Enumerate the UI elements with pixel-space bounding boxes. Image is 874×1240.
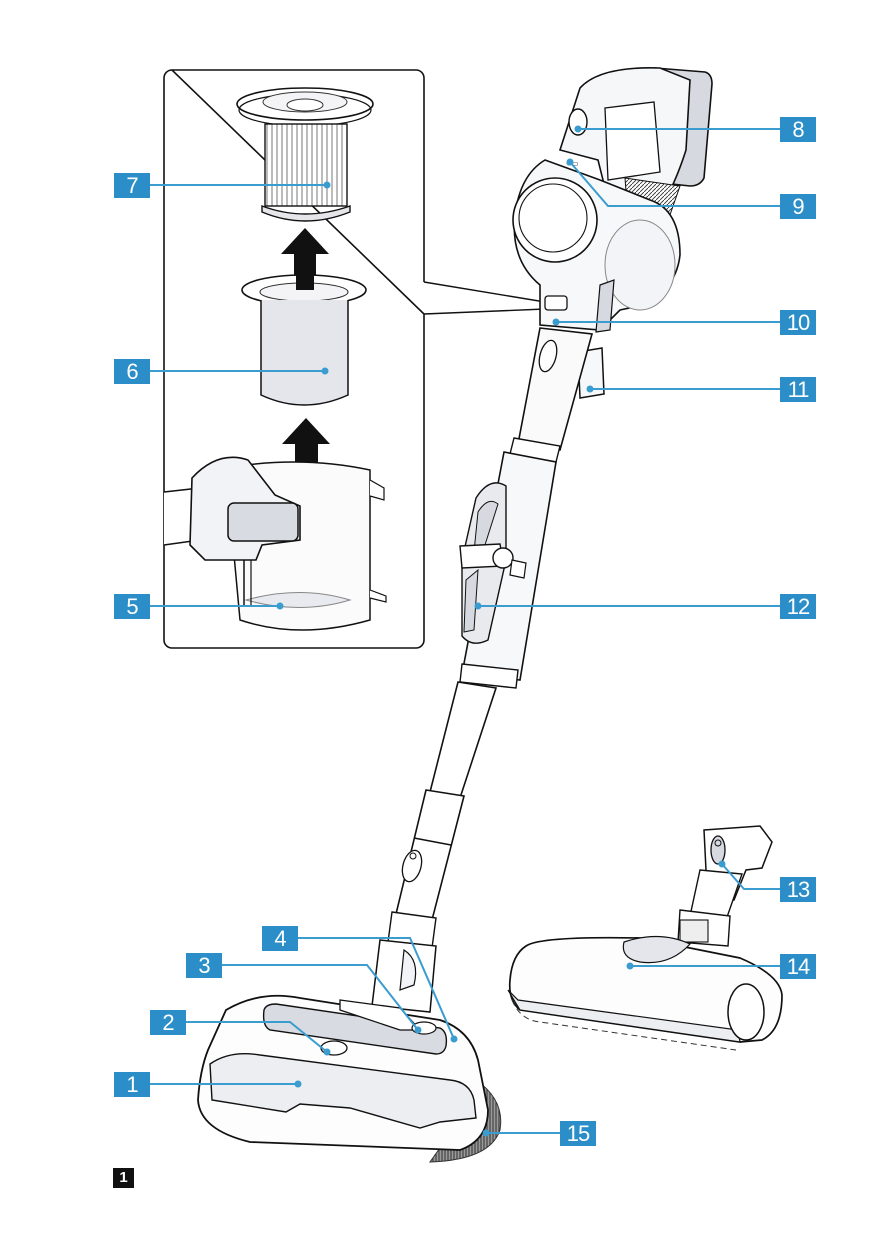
callout-leaders	[150, 125, 780, 1137]
leader-dot-13	[718, 860, 726, 868]
brush-nozzle-drawing	[507, 825, 783, 1051]
tube-release-drawing	[459, 451, 557, 689]
callout-label-8: 8	[780, 117, 816, 142]
inset-panel	[163, 69, 546, 649]
leader-dot-12	[474, 602, 482, 610]
tube-drawing	[371, 681, 498, 1013]
leader-line-2	[186, 1021, 328, 1053]
callout-label-9: 9	[780, 194, 816, 219]
inset-pointer-line	[423, 308, 546, 315]
leader-line-13	[721, 863, 780, 890]
callout-label-2: 2	[150, 1010, 186, 1035]
leader-dot-3	[414, 1026, 422, 1034]
callout-label-1: 1	[114, 1072, 150, 1097]
callout-label-13: 13	[780, 877, 816, 902]
callout-label-6: 6	[114, 359, 150, 384]
leader-dot-11	[586, 385, 594, 393]
leader-dot-15	[482, 1129, 490, 1137]
callout-label-11: 11	[780, 377, 816, 402]
leader-dot-10	[552, 318, 560, 326]
dust-container-drawing	[163, 456, 387, 631]
leader-dot-2	[323, 1048, 331, 1056]
figure-number-badge: 1	[113, 1168, 134, 1188]
callout-label-12: 12	[780, 594, 816, 619]
inset-pointer-line	[423, 281, 546, 303]
leader-line-4	[298, 937, 455, 1040]
leader-dot-9	[566, 158, 574, 166]
leader-dot-5	[276, 602, 284, 610]
leader-dot-7	[323, 181, 331, 189]
callout-label-10: 10	[780, 310, 816, 335]
prefilter-drawing	[241, 262, 367, 406]
leader-line-9	[569, 161, 780, 207]
callout-label-4: 4	[262, 926, 298, 951]
callout-label-7: 7	[114, 173, 150, 198]
leader-dot-4	[450, 1035, 458, 1043]
up-arrow-icon	[281, 228, 329, 290]
floor-nozzle-drawing	[197, 994, 502, 1163]
leader-dot-1	[294, 1080, 302, 1088]
callout-label-5: 5	[114, 594, 150, 619]
callout-label-14: 14	[780, 954, 816, 979]
leader-dot-14	[626, 962, 634, 970]
leader-line-3	[222, 964, 419, 1031]
callout-label-3: 3	[186, 953, 222, 978]
leader-dot-8	[574, 125, 582, 133]
filter-drawing	[236, 87, 374, 222]
callout-label-15: 15	[560, 1121, 596, 1146]
leader-dot-6	[321, 367, 329, 375]
handheld-unit-drawing: ○▭	[509, 67, 713, 463]
